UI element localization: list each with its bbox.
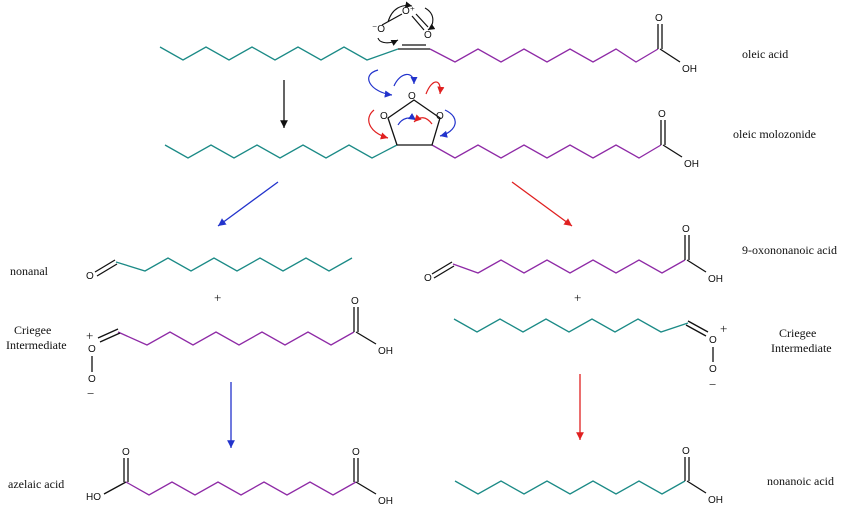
ozone-curved-arrow-1 bbox=[387, 1, 413, 23]
criegee-right-teal-chain bbox=[453, 318, 689, 333]
nonanoic-molecule: O OH bbox=[454, 446, 723, 506]
blue-curved-arrow-right bbox=[439, 109, 456, 138]
nonanoic-teal-chain bbox=[454, 480, 686, 495]
molozonide-oh: OH bbox=[684, 159, 699, 170]
red-curved-arrow-top bbox=[425, 81, 445, 95]
oxononanoic-o: O bbox=[424, 273, 432, 284]
molozonide-teal-chain bbox=[164, 144, 398, 159]
azelaic-purple-chain bbox=[125, 481, 357, 496]
nonanal-o: O bbox=[86, 271, 94, 282]
molozonide-carbonyl-o: O bbox=[658, 109, 666, 120]
azelaic-o-right: O bbox=[352, 447, 360, 458]
ozone-o-minus: ⁻O bbox=[372, 24, 385, 35]
criegee-right-o2: O bbox=[709, 364, 717, 375]
criegee-left-plus: + bbox=[86, 328, 93, 343]
criegee-right-minus: − bbox=[709, 377, 716, 392]
label-oxononanoic: 9-oxononanoic acid bbox=[742, 243, 837, 257]
azelaic-molecule: HO O O OH bbox=[86, 447, 393, 507]
criegee-left-oh: OH bbox=[378, 346, 393, 357]
azelaic-o-left: O bbox=[122, 447, 130, 458]
molozonide-molecule: O O O O OH bbox=[164, 69, 699, 170]
criegee-right-molecule: O + O − bbox=[453, 318, 727, 392]
oleic-oh: OH bbox=[682, 64, 697, 75]
oxononanoic-purple-chain bbox=[452, 259, 686, 274]
criegee-left-minus: − bbox=[87, 386, 94, 401]
label-nonanal: nonanal bbox=[10, 264, 49, 278]
oxononanoic-carbonyl-o: O bbox=[682, 224, 690, 235]
oleic-purple-chain bbox=[429, 48, 659, 63]
blue-curved-arrow-left bbox=[368, 69, 393, 98]
criegee-left-carbonyl-o: O bbox=[351, 296, 359, 307]
oxononanoic-molecule: O O OH bbox=[424, 224, 723, 285]
ring-o-right: O bbox=[436, 111, 444, 122]
ring-o-top: O bbox=[408, 91, 416, 102]
nonanal-molecule: O bbox=[86, 257, 353, 282]
ozone-curved-arrow-3 bbox=[377, 37, 399, 46]
blue-curved-arrow-top bbox=[393, 73, 418, 87]
criegee-left-purple-chain bbox=[117, 331, 355, 346]
plus-left: + bbox=[214, 290, 221, 305]
nonanoic-oh: OH bbox=[708, 495, 723, 505]
red-pathway-arrow bbox=[511, 181, 573, 227]
label-oleic-acid: oleic acid bbox=[742, 47, 788, 61]
molozonide-purple-chain bbox=[431, 144, 662, 159]
criegee-right-plus: + bbox=[720, 321, 727, 336]
red-curved-arrow-left bbox=[368, 109, 389, 140]
label-azelaic: azelaic acid bbox=[8, 477, 64, 491]
label-criegee-left-1: Criegee bbox=[14, 323, 51, 337]
nonanoic-carbonyl-o: O bbox=[682, 446, 690, 457]
ozone-o-plus: O⁺ bbox=[402, 6, 415, 17]
blue-curved-arrow-inner bbox=[397, 113, 417, 126]
blue-pathway-arrow bbox=[217, 181, 279, 227]
ozone-o-terminal: O bbox=[424, 30, 432, 41]
red-curved-arrow-inner bbox=[413, 114, 433, 125]
label-nonanoic: nonanoic acid bbox=[767, 474, 834, 488]
label-criegee-right-1: Criegee bbox=[779, 326, 816, 340]
azelaic-ho: HO bbox=[86, 492, 101, 503]
ozone-curved-arrow-2 bbox=[424, 7, 436, 31]
criegee-right-o1: O bbox=[709, 335, 717, 346]
criegee-left-o1: O bbox=[88, 344, 96, 355]
azelaic-oh: OH bbox=[378, 496, 393, 505]
label-molozonide: oleic molozonide bbox=[733, 127, 816, 141]
criegee-left-o2: O bbox=[88, 374, 96, 385]
label-criegee-left-2: Intermediate bbox=[6, 338, 67, 352]
ozone-molecule: ⁻O O⁺ O bbox=[372, 1, 436, 46]
molozonide-ring bbox=[387, 99, 441, 146]
criegee-left-molecule: + O O − O OH bbox=[86, 296, 393, 401]
oleic-cooh-c-oh bbox=[659, 48, 681, 63]
ring-o-left: O bbox=[380, 111, 388, 122]
nonanal-teal-chain bbox=[115, 257, 353, 272]
label-criegee-right-2: Intermediate bbox=[771, 341, 832, 355]
oleic-teal-chain bbox=[159, 46, 399, 61]
oleic-acid-molecule: O OH bbox=[159, 13, 697, 75]
oleic-carbonyl-o: O bbox=[655, 13, 663, 24]
oxononanoic-oh: OH bbox=[708, 274, 723, 285]
plus-right: + bbox=[574, 290, 581, 305]
